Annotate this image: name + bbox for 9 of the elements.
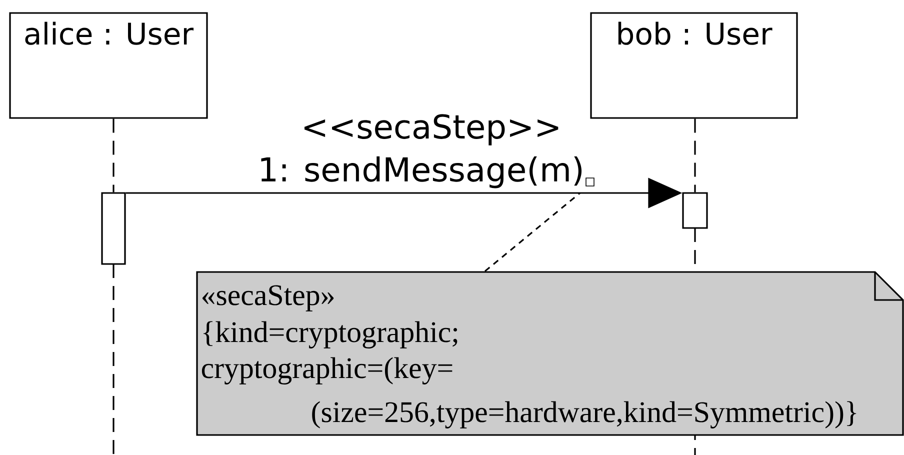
object-box: bob : User — [590, 12, 798, 119]
edge-label: <<secaStep>> 1: sendMessage(m) — [261, 114, 582, 188]
object-box: alice : User — [9, 12, 208, 119]
lifeline — [694, 118, 696, 192]
leader-line — [484, 192, 581, 272]
activation-bar — [682, 192, 708, 229]
lifeline — [112, 118, 114, 192]
activation-bar — [101, 192, 126, 265]
note: «secaStep» {kind=cryptographic; cryptographic=(key= (size=256,type=hardware,kind=Symmetric))} — [196, 271, 904, 436]
